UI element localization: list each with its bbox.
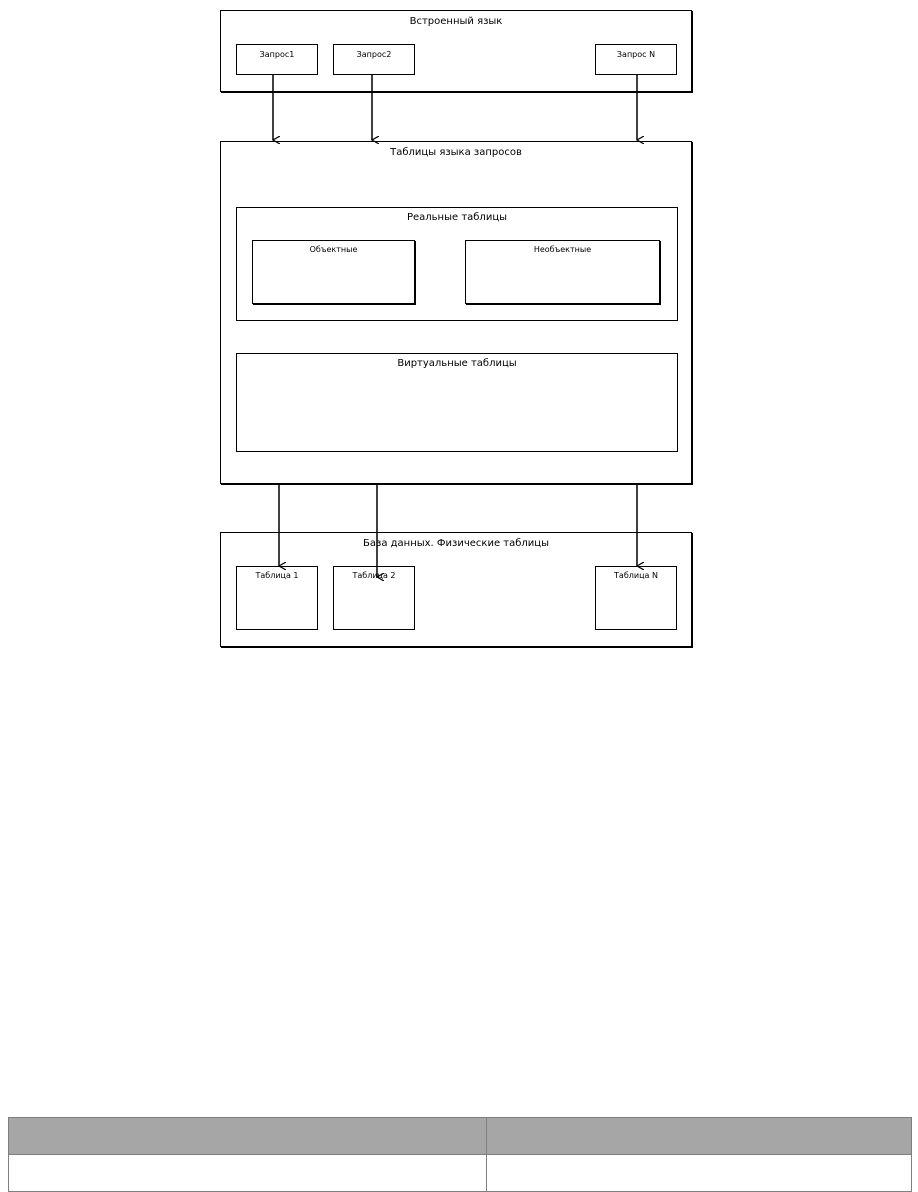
real-tables-block: Реальные таблицы Объектные Необъектные <box>236 207 678 321</box>
object-tables-box: Объектные <box>252 240 415 304</box>
non-object-tables-box: Необъектные <box>465 240 660 304</box>
query-label: Запрос2 <box>356 50 392 59</box>
query-box-2: Запрос2 <box>333 44 415 75</box>
physical-table-label: Таблица 1 <box>255 571 299 580</box>
builtin-language-block: Встроенный язык Запрос1 Запрос2 Запрос N <box>220 10 692 92</box>
query-language-tables-title: Таблицы языка запросов <box>390 147 522 158</box>
query-label: Запрос N <box>616 50 656 59</box>
table-header-cell <box>486 1117 912 1155</box>
database-block: База данных. Физические таблицы Таблица … <box>220 532 692 647</box>
physical-table-box-1: Таблица 1 <box>236 566 318 630</box>
query-language-tables-block: Таблицы языка запросов Реальные таблицы … <box>220 141 692 484</box>
query-box-n: Запрос N <box>595 44 677 75</box>
virtual-tables-title: Виртуальные таблицы <box>397 358 517 369</box>
database-title: База данных. Физические таблицы <box>363 538 549 549</box>
table-row <box>8 1154 912 1192</box>
object-tables-label: Объектные <box>309 245 358 254</box>
table-cell <box>486 1154 912 1192</box>
physical-table-label: Таблица N <box>614 571 658 580</box>
physical-table-box-2: Таблица 2 <box>333 566 415 630</box>
physical-table-box-n: Таблица N <box>595 566 677 630</box>
bottom-table <box>8 1117 912 1192</box>
non-object-tables-label: Необъектные <box>533 245 592 254</box>
table-header-cell <box>8 1117 487 1155</box>
table-header-row <box>8 1117 912 1155</box>
query-label: Запрос1 <box>259 50 295 59</box>
builtin-language-title: Встроенный язык <box>409 16 503 27</box>
physical-table-label: Таблица 2 <box>352 571 396 580</box>
query-box-1: Запрос1 <box>236 44 318 75</box>
table-cell <box>8 1154 487 1192</box>
virtual-tables-block: Виртуальные таблицы <box>236 353 678 452</box>
real-tables-title: Реальные таблицы <box>406 212 508 223</box>
